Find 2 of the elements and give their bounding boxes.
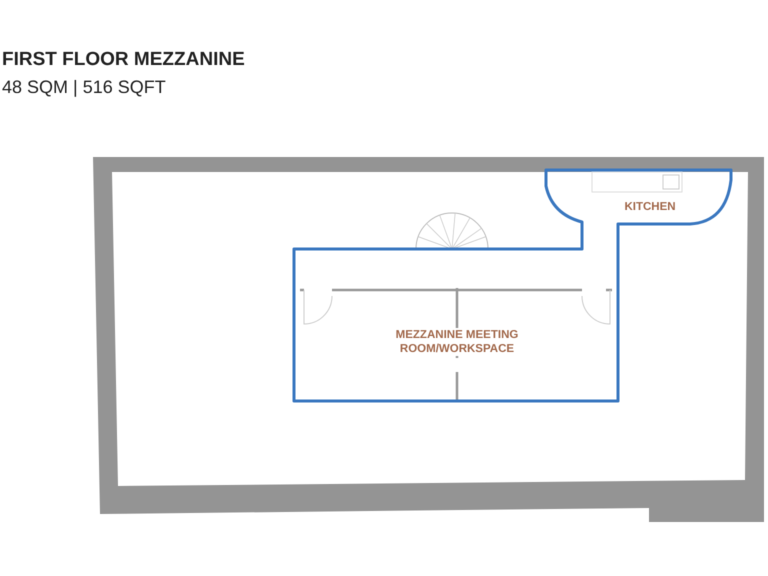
area-label: 48 SQM | 516 SQFT bbox=[2, 76, 166, 98]
plan-title: FIRST FLOOR MEZZANINE bbox=[2, 48, 245, 72]
